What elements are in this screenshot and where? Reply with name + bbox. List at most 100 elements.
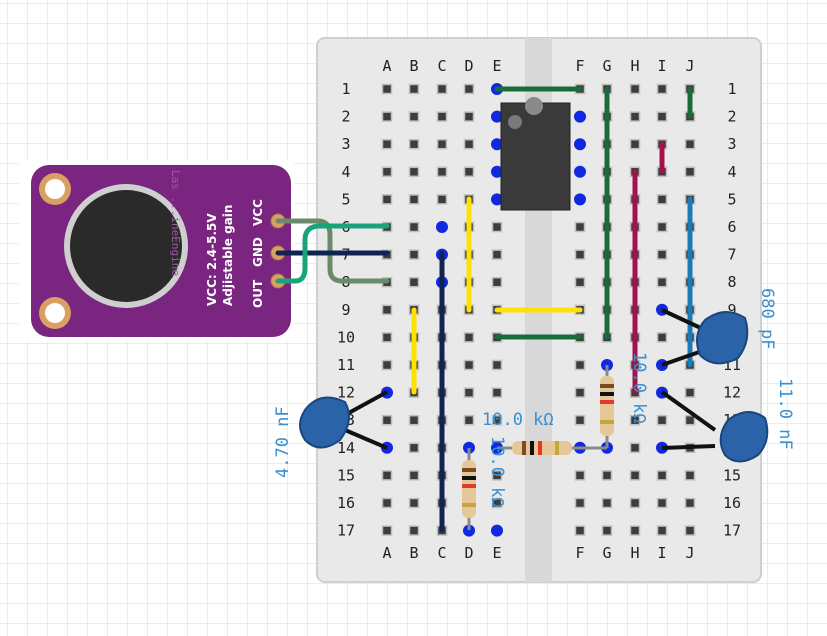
hole-h2[interactable] xyxy=(629,111,641,122)
hole-b7[interactable] xyxy=(408,249,420,260)
hole-j13[interactable] xyxy=(684,414,696,426)
hole-f11[interactable] xyxy=(574,359,586,371)
hole-d1[interactable] xyxy=(463,83,475,95)
resistor-d14-d17[interactable] xyxy=(462,448,476,530)
hole-d4[interactable] xyxy=(463,166,475,178)
hole-i7[interactable] xyxy=(656,249,668,260)
wire-out-to-c6[interactable] xyxy=(275,223,390,284)
hole-a10[interactable] xyxy=(381,332,393,343)
hole-h14[interactable] xyxy=(629,442,641,454)
hole-b8[interactable] xyxy=(408,276,420,288)
hole-b4[interactable] xyxy=(408,166,420,178)
capacitor-left[interactable] xyxy=(299,390,388,450)
hole-f4[interactable] xyxy=(574,165,586,178)
hole-i10[interactable] xyxy=(656,332,668,343)
hole-a13[interactable] xyxy=(381,414,393,426)
hole-f5[interactable] xyxy=(574,193,586,206)
hole-f6[interactable] xyxy=(574,221,586,233)
hole-a3[interactable] xyxy=(381,138,393,150)
hole-e7[interactable] xyxy=(491,249,503,260)
hole-a1[interactable] xyxy=(381,83,393,95)
hole-i5[interactable] xyxy=(656,194,668,205)
hole-e13[interactable] xyxy=(491,414,503,426)
hole-h16[interactable] xyxy=(629,497,641,509)
hole-e12[interactable] xyxy=(491,387,503,398)
hole-b14[interactable] xyxy=(408,442,420,454)
hole-g16[interactable] xyxy=(601,497,613,509)
hole-d17[interactable] xyxy=(463,524,475,537)
hole-b17[interactable] xyxy=(408,525,420,536)
hole-a5[interactable] xyxy=(381,194,393,205)
hole-d3[interactable] xyxy=(463,138,475,150)
hole-e6[interactable] xyxy=(491,221,503,233)
hole-i6[interactable] xyxy=(656,221,668,233)
hole-j15[interactable] xyxy=(684,470,696,481)
hole-e16[interactable] xyxy=(491,497,503,509)
hole-c1[interactable] xyxy=(436,83,448,95)
hole-c5[interactable] xyxy=(436,194,448,205)
hole-a9[interactable] xyxy=(381,304,393,316)
hole-c2[interactable] xyxy=(436,111,448,122)
hole-a15[interactable] xyxy=(381,470,393,481)
hole-h15[interactable] xyxy=(629,470,641,481)
hole-d2[interactable] xyxy=(463,111,475,122)
hole-b3[interactable] xyxy=(408,138,420,150)
hole-b1[interactable] xyxy=(408,83,420,95)
hole-i13[interactable] xyxy=(656,414,668,426)
hole-h1[interactable] xyxy=(629,83,641,95)
hole-c6[interactable] xyxy=(436,221,448,233)
hole-e8[interactable] xyxy=(491,276,503,288)
hole-i15[interactable] xyxy=(656,470,668,481)
hole-d11[interactable] xyxy=(463,359,475,371)
hole-f17[interactable] xyxy=(574,525,586,536)
hole-f12[interactable] xyxy=(574,387,586,398)
hole-c4[interactable] xyxy=(436,166,448,178)
hole-e2[interactable] xyxy=(491,110,503,123)
hole-b6[interactable] xyxy=(408,221,420,233)
hole-j16[interactable] xyxy=(684,497,696,509)
hole-f15[interactable] xyxy=(574,470,586,481)
hole-d10[interactable] xyxy=(463,332,475,343)
hole-b2[interactable] xyxy=(408,111,420,122)
hole-a4[interactable] xyxy=(381,166,393,178)
hole-h3[interactable] xyxy=(629,138,641,150)
hole-e3[interactable] xyxy=(491,138,503,151)
hole-b13[interactable] xyxy=(408,414,420,426)
hole-d14[interactable] xyxy=(463,441,475,454)
hole-a2[interactable] xyxy=(381,111,393,122)
hole-j17[interactable] xyxy=(684,525,696,536)
hole-g17[interactable] xyxy=(601,525,613,536)
hole-i8[interactable] xyxy=(656,276,668,288)
hole-c3[interactable] xyxy=(436,138,448,150)
hole-j3[interactable] xyxy=(684,138,696,150)
hole-e11[interactable] xyxy=(491,359,503,371)
hole-i2[interactable] xyxy=(656,111,668,122)
capacitor-right-bottom[interactable] xyxy=(660,390,769,463)
hole-b15[interactable] xyxy=(408,470,420,481)
hole-j12[interactable] xyxy=(684,387,696,398)
hole-e15[interactable] xyxy=(491,470,503,481)
hole-f16[interactable] xyxy=(574,497,586,509)
hole-i16[interactable] xyxy=(656,497,668,509)
hole-e4[interactable] xyxy=(491,165,503,178)
hole-f13[interactable] xyxy=(574,414,586,426)
hole-i17[interactable] xyxy=(656,525,668,536)
hole-a17[interactable] xyxy=(381,525,393,536)
hole-h17[interactable] xyxy=(629,525,641,536)
hole-e17[interactable] xyxy=(491,524,503,537)
hole-a11[interactable] xyxy=(381,359,393,371)
hole-b16[interactable] xyxy=(408,497,420,509)
hole-f3[interactable] xyxy=(574,138,586,151)
hole-a16[interactable] xyxy=(381,497,393,509)
hole-e5[interactable] xyxy=(491,193,503,206)
hole-f2[interactable] xyxy=(574,110,586,123)
hole-i1[interactable] xyxy=(656,83,668,95)
microphone-module[interactable]: Las ...ineEngine VCC: 2.4-5.5V Adjistabl… xyxy=(19,160,294,342)
hole-g15[interactable] xyxy=(601,470,613,481)
hole-f8[interactable] xyxy=(574,276,586,288)
hole-h13[interactable] xyxy=(629,414,641,426)
hole-d12[interactable] xyxy=(463,387,475,398)
capacitor-right-top[interactable] xyxy=(661,308,749,367)
hole-b5[interactable] xyxy=(408,194,420,205)
hole-j4[interactable] xyxy=(684,166,696,178)
